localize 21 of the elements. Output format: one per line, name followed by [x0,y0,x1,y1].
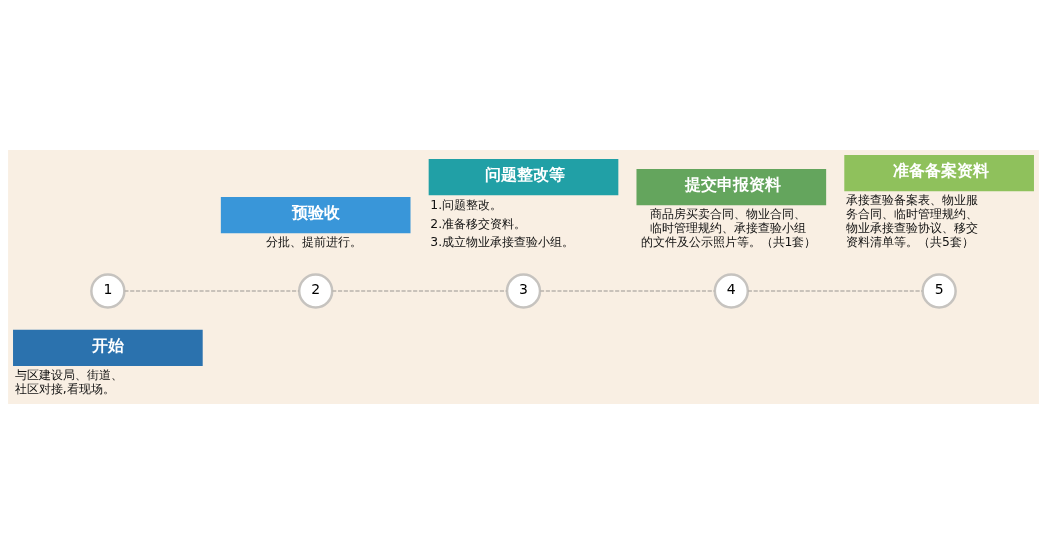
connector [331,289,508,292]
node-label: 与区建设局、街道、社区对接,看现场。 [14,367,123,396]
node-box: 问题整改等 [428,158,619,195]
node-circle: 1 [90,272,126,309]
node-label: 承接查验备案表、物业服务合同、临时管理规约、物业承接查验协议、移交资料清单等。（共5套） [845,192,978,249]
node-box: 准备备案资料 [844,154,1034,191]
node-box: 预验收 [220,196,411,233]
node-label: 2.准备移交资料。 [430,216,527,231]
node-label: 1.问题整改。 [430,197,503,212]
node-label: 3.成立物业承接查验小组。 [430,234,575,249]
node-label: 分批、提前进行。 [265,234,362,249]
node-box: 开始 [13,329,203,366]
connector [539,289,716,292]
node-circle: 2 [297,272,334,309]
node-circle: 4 [713,272,750,309]
connector [123,289,300,292]
node-label: 商品房买卖合同、物业合同、临时管理规约、承接查验小组的文件及公示照片等。（共1套） [640,206,817,249]
connector [747,289,924,292]
node-circle: 5 [921,272,957,309]
node-box: 提交申报资料 [636,168,827,205]
node-circle: 3 [505,272,542,309]
